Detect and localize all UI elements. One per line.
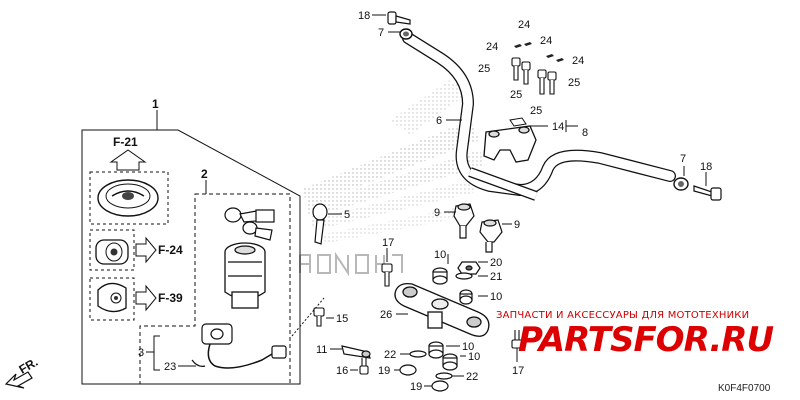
callout-16: 16 [336,365,348,377]
callout-7-right: 7 [680,153,686,165]
callout-24-c: 24 [540,35,552,47]
ignition-keys-icon [224,207,275,241]
callout-26: 26 [380,309,392,321]
callout-22-a: 22 [384,349,396,361]
group-2-label: 2 [201,167,208,181]
bolt-17-bottom-icon [511,330,523,349]
callout-25-d: 25 [530,105,542,117]
callout-10-d: 10 [468,351,480,363]
bar-end-weight-right-icon [673,177,689,191]
f39-reference-label[interactable]: F-39 [158,291,183,305]
callout-10-a: 10 [434,249,446,261]
bolt-16-icon [359,358,369,375]
group-2-outline [139,193,291,385]
callout-21: 21 [490,271,502,283]
mark-plate-icon [509,117,527,127]
bolt-17-top-icon [381,263,393,287]
lower-holder-left-icon [453,203,475,239]
fuel-cap-lock-icon [89,171,169,225]
bar-end-screw-left-icon [387,11,411,25]
callout-25-a: 25 [478,63,490,75]
callout-9-b: 9 [514,219,520,231]
watermark-logo: PARTSFOR.RU [518,320,774,360]
f21-reference-label[interactable]: F-21 [113,135,138,149]
helmet-holder-icon [89,277,135,321]
callout-5: 5 [344,209,350,221]
group-1-outline [81,129,301,385]
callout-11: 11 [316,344,327,356]
connector-leader [291,297,325,337]
callout-23: 23 [164,361,176,373]
callout-19-b: 19 [410,381,422,393]
callout-10-c: 10 [462,341,474,353]
callout-9-a: 9 [434,207,440,219]
screw-15-icon [313,307,325,327]
leader-lines-lower [394,254,488,387]
callout-24-d: 24 [572,55,584,67]
group-3-label: 3 [138,347,144,359]
seat-lock-icon [89,229,135,271]
key-blank-icon [312,203,328,245]
front-direction-arrow-icon [4,371,33,389]
lower-holder-right-icon [479,219,503,253]
figure-code: K0F4F0700 [718,383,771,394]
handlebar-rubber-icons [428,267,473,371]
callout-22-b: 22 [466,371,478,383]
upper-handlebar-holder-icon [483,125,537,163]
f21-up-arrow-icon [109,149,147,171]
top-bridge-icon [394,282,490,337]
bar-end-weight-left-icon [399,28,413,40]
wire-harness-icon [191,323,287,369]
callout-14: 14 [552,121,564,133]
group-3-bracket [146,335,160,371]
f24-arrow-icon [135,236,157,264]
callout-15: 15 [336,313,348,325]
c14-c8-leader [528,120,578,132]
f39-arrow-icon [135,284,157,312]
callout-24-b: 24 [486,41,498,53]
callout-24-a: 24 [518,19,530,31]
f24-reference-label[interactable]: F-24 [158,243,183,257]
callout-10-b: 10 [490,291,502,303]
callout-18-top: 18 [358,10,370,22]
callout-8: 8 [582,127,588,139]
callout-17-bottom: 17 [512,365,524,377]
callout-19-a: 19 [378,365,390,377]
callout-18-right: 18 [700,161,712,173]
watermark-tagline: ЗАПЧАСТИ И АКСЕССУАРЫ ДЛЯ МОТОТЕХНИКИ [496,310,750,321]
callout-7-top: 7 [378,27,384,39]
callout-6: 6 [436,115,442,127]
direction-label: FR. [17,355,41,377]
honda-wing-watermark [299,80,485,277]
holder-washers-icon [514,42,564,62]
ignition-switch-body-icon [224,242,266,309]
callout-20: 20 [490,257,502,269]
group-1-label: 1 [152,97,159,111]
callout-25-b: 25 [510,89,522,101]
holder-bolts-icon [511,57,557,95]
bracket-11-icon [341,345,371,359]
callout-25-c: 25 [568,77,580,89]
bar-end-screw-right-icon [693,185,722,201]
handlebar-icon [402,32,676,201]
callout-17-top: 17 [382,237,394,249]
